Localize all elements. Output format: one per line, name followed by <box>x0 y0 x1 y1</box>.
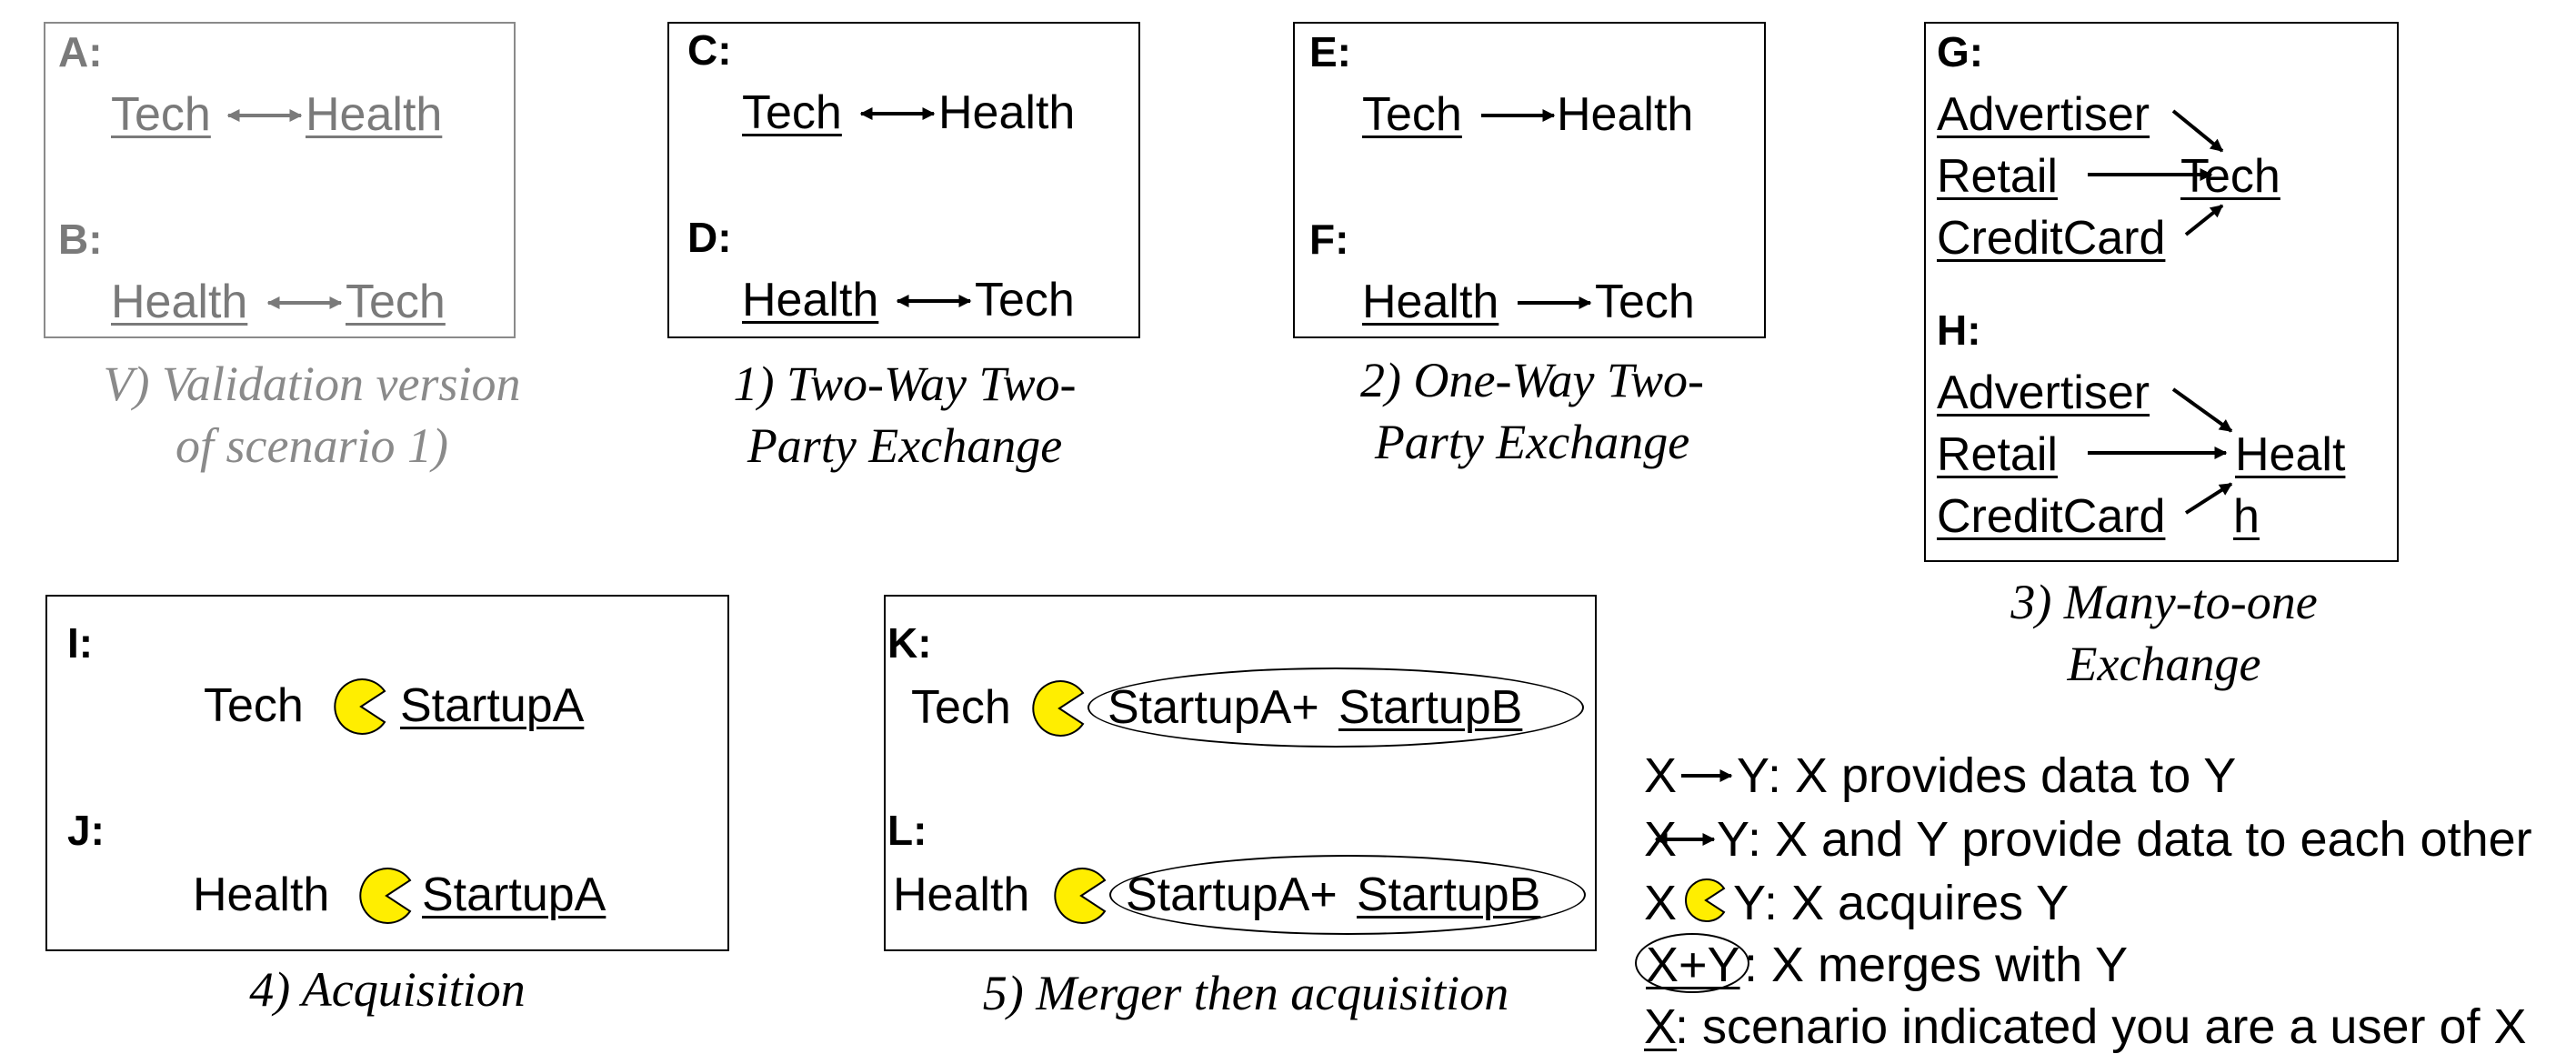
scenario-g-label: G: <box>1937 28 1984 75</box>
scenario-j-acquired: StartupA <box>422 868 606 921</box>
scenario-e-label: E: <box>1309 28 1351 75</box>
scenario-4-box <box>45 595 729 951</box>
scenario-g-arrows <box>2088 109 2224 236</box>
scenario-d-to: Tech <box>975 274 1075 326</box>
legend-merge-oval <box>1635 933 1749 993</box>
scenario-k-pacman-icon <box>1032 680 1085 737</box>
caption-validation: V) Validation version of scenario 1) <box>44 353 580 477</box>
scenario-d-from: Health <box>742 274 879 326</box>
scenario-d-two-way-arrow <box>896 295 972 307</box>
scenario-c-to: Health <box>938 86 1076 139</box>
caption-two-way-line1: 1) Two-Way Two- <box>733 356 1077 411</box>
scenario-c-from: Tech <box>742 86 842 139</box>
scenario-l-merged-a: StartupA+ <box>1126 868 1338 921</box>
scenario-5-box <box>884 595 1597 951</box>
scenario-2-box <box>1293 22 1766 338</box>
scenario-i-acquired: StartupA <box>400 679 585 732</box>
scenario-j-pacman-icon <box>359 868 412 924</box>
scenario-j-label: J: <box>67 807 105 854</box>
scenario-1-box <box>667 22 1140 338</box>
scenario-i-label: I: <box>67 619 94 667</box>
caption-merger-acquisition: 5) Merger then acquisition <box>982 966 1509 1020</box>
scenario-g-source-creditcard: CreditCard <box>1937 212 2166 265</box>
legend-oneway-arrow <box>1681 769 1733 782</box>
scenario-b-from: Health <box>111 276 248 328</box>
scenario-f-from: Health <box>1362 276 1499 328</box>
caption-validation-line1: V) Validation version <box>103 356 521 411</box>
scenario-b-two-way-arrow <box>266 296 343 309</box>
caption-one-way-line1: 2) One-Way Two- <box>1360 353 1704 407</box>
scenario-l-pacman-icon <box>1054 868 1107 924</box>
scenario-g-source-retail: Retail <box>1937 150 2058 203</box>
legend-pacman-icon <box>1685 878 1726 922</box>
scenario-h-source-creditcard: CreditCard <box>1937 490 2166 543</box>
scenario-l-merged-b: StartupB <box>1357 868 1541 921</box>
scenario-e-from: Tech <box>1362 88 1462 141</box>
legend-oneway-x: X <box>1644 748 1678 803</box>
scenario-k-label: K: <box>887 619 932 667</box>
scenario-h-source-retail: Retail <box>1937 428 2058 481</box>
caption-two-way-line2: Party Exchange <box>747 418 1063 473</box>
legend-user-x: X <box>1644 999 1678 1054</box>
scenario-c-two-way-arrow <box>859 107 936 120</box>
scenario-f-one-way-arrow <box>1518 296 1592 309</box>
legend-oneway-y: Y <box>1737 748 1770 803</box>
scenario-g-source-advertiser: Advertiser <box>1937 88 2150 141</box>
caption-many-to-one-line2: Exchange <box>2067 637 2261 691</box>
scenario-e-to: Health <box>1557 88 1694 141</box>
scenario-d-label: D: <box>687 214 732 261</box>
legend-acquire-y: Y <box>1733 876 1767 930</box>
legend-acquire-x: X <box>1644 876 1678 930</box>
scenario-l-label: L: <box>887 807 927 854</box>
scenario-v-box <box>44 22 516 338</box>
legend-twoway-arrow <box>1654 833 1716 846</box>
scenario-k-merged-a: StartupA+ <box>1108 681 1319 734</box>
scenario-c-label: C: <box>687 26 732 74</box>
scenario-h-target-part1: Healt <box>2235 428 2346 481</box>
scenario-f-label: F: <box>1309 216 1349 263</box>
legend-acquire-text: : X acquires Y <box>1764 876 2070 930</box>
legend-twoway-y: Y <box>1717 812 1750 867</box>
scenario-k-acquirer: Tech <box>911 681 1011 734</box>
scenario-h-source-advertiser: Advertiser <box>1937 366 2150 419</box>
scenario-i-acquirer: Tech <box>204 679 304 732</box>
scenario-b-to: Tech <box>346 276 446 328</box>
legend-oneway-text: : X provides data to Y <box>1768 748 2237 803</box>
scenario-a-label: A: <box>58 28 103 75</box>
scenario-a-to: Health <box>306 88 443 141</box>
caption-validation-line2: of scenario 1) <box>175 418 448 473</box>
scenario-l-merger-oval <box>1109 855 1586 935</box>
scenario-b-label: B: <box>58 216 103 263</box>
scenario-j-acquirer: Health <box>193 868 330 921</box>
scenario-l-acquirer: Health <box>893 868 1030 921</box>
caption-acquisition: 4) Acquisition <box>249 962 526 1017</box>
caption-many-to-one-line1: 3) Many-to-one <box>2010 575 2318 629</box>
legend-user-text: : scenario indicated you are a user of X <box>1675 999 2527 1054</box>
legend-merge-inner: X+Y <box>1646 938 1740 992</box>
scenario-i-pacman-icon <box>334 678 386 735</box>
scenario-k-merged-b: StartupB <box>1338 681 1523 734</box>
legend-twoway-text: : X and Y provide data to each other <box>1748 812 2532 867</box>
scenario-k-merger-oval <box>1088 668 1584 748</box>
scenario-a-two-way-arrow <box>226 109 303 122</box>
caption-one-way-line2: Party Exchange <box>1374 415 1690 469</box>
legend-merge-text: : X merges with Y <box>1744 938 2129 992</box>
scenario-h-arrows <box>2088 387 2233 515</box>
scenario-h-label: H: <box>1937 306 1981 354</box>
caption-two-way: 1) Two-Way Two- Party Exchange <box>627 353 1182 477</box>
scenario-h-target-part2: h <box>2233 490 2260 543</box>
scenario-a-from: Tech <box>111 88 211 141</box>
scenario-e-one-way-arrow <box>1481 109 1556 122</box>
scenario-3-box <box>1924 22 2399 562</box>
caption-one-way: 2) One-Way Two- Party Exchange <box>1255 349 1809 473</box>
caption-many-to-one: 3) Many-to-one Exchange <box>1900 571 2428 695</box>
scenario-f-to: Tech <box>1595 276 1695 328</box>
